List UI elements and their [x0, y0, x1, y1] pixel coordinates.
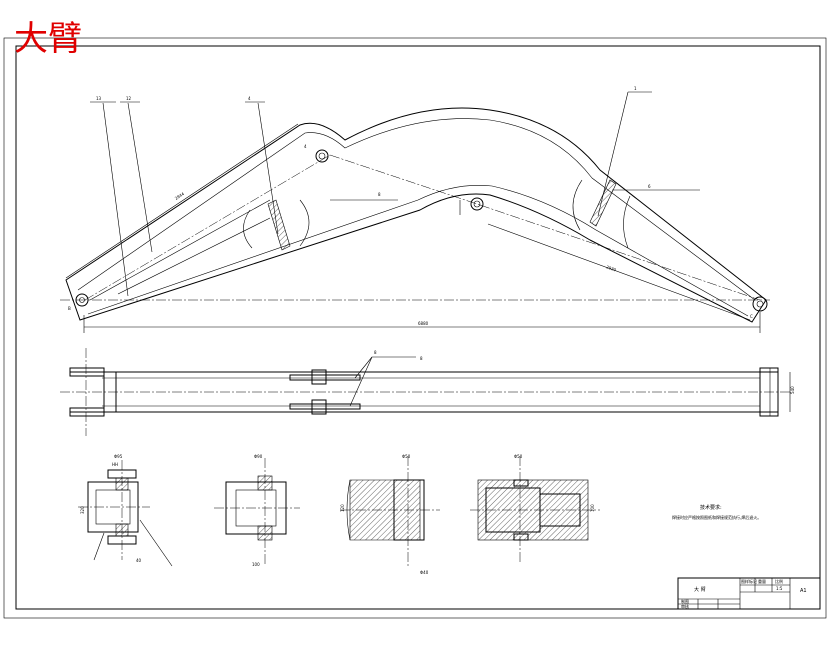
boom-plan-view: 540 8 8: [60, 348, 795, 436]
svg-text:Φ40: Φ40: [420, 570, 429, 575]
svg-text:4: 4: [304, 144, 307, 149]
svg-text:13: 13: [96, 96, 102, 101]
svg-text:B: B: [68, 306, 71, 311]
section-detail-4: Φ50 100: [470, 454, 600, 562]
title-block-header-1: 图样标记: [741, 578, 757, 584]
title-block-row-2: 审核: [681, 603, 689, 609]
svg-text:Φ50: Φ50: [402, 454, 411, 459]
svg-text:120: 120: [340, 504, 345, 512]
svg-text:Φ90: Φ90: [254, 454, 263, 459]
boom-elevation-view: 13 12 4 1 8 6 4 C B: [60, 86, 770, 323]
title-block-name: 大 臂: [694, 586, 706, 593]
svg-text:4: 4: [248, 96, 251, 101]
svg-text:40: 40: [136, 558, 142, 563]
svg-text:HH: HH: [112, 462, 118, 467]
title-block-header-2: 重量: [758, 578, 766, 584]
section-detail-3: Φ50 Φ40 120: [340, 454, 440, 575]
dim-overall-length: 6880: [83, 312, 761, 333]
cylinder-pin-upper: [315, 149, 329, 163]
tip-pin: [752, 296, 768, 312]
svg-text:540: 540: [790, 386, 795, 394]
svg-text:8: 8: [378, 192, 381, 197]
inner-frame: [15, 45, 821, 610]
svg-text:6: 6: [648, 184, 651, 189]
svg-text:6880: 6880: [418, 321, 429, 326]
svg-text:8: 8: [374, 350, 377, 355]
svg-text:12: 12: [126, 96, 132, 101]
section-detail-2: Φ90 100: [214, 454, 300, 567]
svg-text:C: C: [750, 314, 753, 319]
svg-text:Φ50: Φ50: [514, 454, 523, 459]
svg-text:1: 1: [634, 86, 637, 91]
dim-lower-chord: 2930: [487, 223, 751, 321]
outer-border: [3, 37, 827, 619]
dim-upper-chord: 2844: [65, 123, 299, 279]
svg-text:320: 320: [80, 506, 85, 514]
svg-text:100: 100: [590, 504, 595, 512]
svg-text:2844: 2844: [174, 191, 186, 201]
cylinder-pin-lower: [470, 197, 484, 211]
title-block-scale: 1:5: [776, 586, 783, 591]
notes-heading: 技术要求:: [700, 504, 722, 511]
title-block: 大 臂 图样标记 重量 比例 1:5 A1 制图 审核: [677, 577, 821, 610]
svg-text:Φ95: Φ95: [114, 454, 123, 459]
section-detail-1: Φ95 HH 320 40: [78, 454, 173, 567]
title-block-header-3: 比例: [775, 578, 783, 584]
technical-notes: 技术要求: 焊接时应严格按照图纸和焊接规范执行,焊后退火。: [672, 504, 761, 520]
title-block-sheet-size: A1: [800, 588, 807, 594]
root-pin: [75, 293, 89, 307]
svg-text:8: 8: [420, 356, 423, 361]
notes-body: 焊接时应严格按照图纸和焊接规范执行,焊后退火。: [672, 514, 761, 520]
title-block-row-1: 制图: [681, 598, 689, 604]
svg-text:100: 100: [252, 562, 260, 567]
sheet-title: 大臂: [14, 19, 82, 59]
svg-text:2930: 2930: [606, 264, 618, 272]
